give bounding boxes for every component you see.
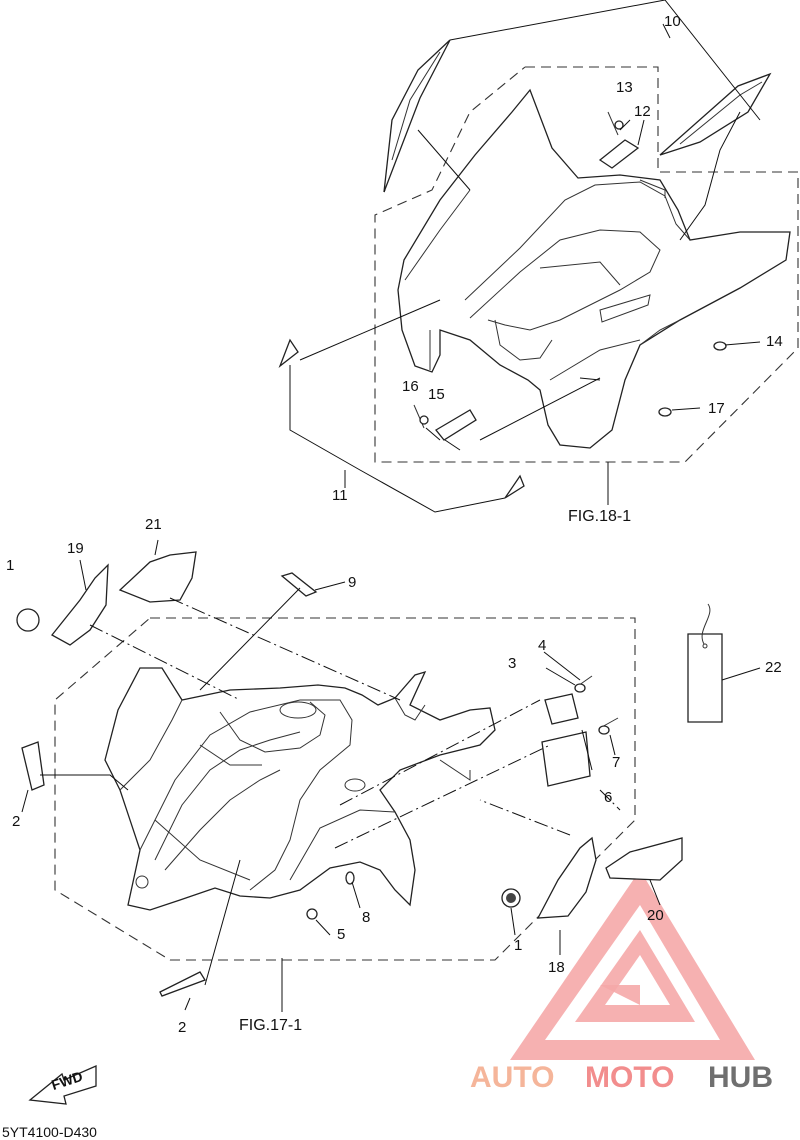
callout-22: 22 bbox=[765, 659, 782, 676]
decal-11-right bbox=[504, 474, 525, 499]
label-12 bbox=[598, 139, 640, 169]
callout-11: 11 bbox=[332, 487, 348, 504]
watermark-hub: HUB bbox=[708, 1061, 773, 1094]
callout-7: 7 bbox=[612, 754, 620, 771]
callout-17: 17 bbox=[708, 400, 725, 417]
watermark-auto: AUTO bbox=[470, 1061, 554, 1094]
rear-fender-assembly bbox=[278, 0, 799, 513]
callout-18: 18 bbox=[548, 959, 565, 976]
label-3 bbox=[544, 693, 579, 725]
front-fender bbox=[104, 667, 496, 911]
callout-2-bottom: 2 bbox=[178, 1019, 186, 1036]
callout-2-top: 2 bbox=[12, 813, 20, 830]
decal-19 bbox=[51, 563, 109, 646]
decal-21 bbox=[118, 551, 197, 603]
callout-labels: 10 13 12 14 16 15 17 11 FIG.18-1 21 19 1… bbox=[2, 13, 783, 1140]
callout-1-top: 1 bbox=[6, 557, 14, 574]
emblem-1-top bbox=[16, 608, 40, 632]
callout-13: 13 bbox=[616, 79, 633, 96]
callout-6: 6 bbox=[604, 789, 612, 806]
label-6 bbox=[541, 731, 591, 787]
callout-15: 15 bbox=[428, 386, 445, 403]
side-decal-left bbox=[383, 39, 451, 193]
fig-18-1-label: FIG.18-1 bbox=[568, 508, 631, 525]
decal-11-left bbox=[278, 338, 299, 368]
diagram-code: 5YT4100-D430 bbox=[2, 1124, 97, 1140]
callout-14: 14 bbox=[766, 333, 783, 350]
callout-16: 16 bbox=[402, 378, 419, 395]
fwd-arrow bbox=[28, 1065, 97, 1105]
reflector-2-top bbox=[21, 741, 45, 791]
watermark-text: AUTO MOTO HUB bbox=[470, 1061, 773, 1094]
watermark-logo bbox=[510, 870, 755, 1060]
callout-21: 21 bbox=[145, 516, 162, 533]
callout-3: 3 bbox=[508, 655, 516, 672]
fig-17-1-label: FIG.17-1 bbox=[239, 1017, 302, 1034]
side-decal-right bbox=[659, 72, 772, 156]
callout-4: 4 bbox=[538, 637, 546, 654]
front-fender-assembly bbox=[16, 539, 761, 1105]
decal-18 bbox=[536, 836, 597, 919]
tag-22 bbox=[687, 633, 723, 723]
watermark-moto: MOTO bbox=[585, 1061, 674, 1094]
decal-9 bbox=[280, 572, 318, 597]
callout-20: 20 bbox=[647, 907, 664, 924]
callout-1-bottom: 1 bbox=[514, 937, 522, 954]
callout-9: 9 bbox=[348, 574, 356, 591]
label-15 bbox=[435, 409, 477, 441]
callout-12: 12 bbox=[634, 103, 651, 120]
decal-20 bbox=[605, 837, 683, 881]
callout-19: 19 bbox=[67, 540, 84, 557]
callout-5: 5 bbox=[337, 926, 345, 943]
callout-10: 10 bbox=[664, 13, 681, 30]
callout-8: 8 bbox=[362, 909, 370, 926]
reflector-2-bottom bbox=[159, 971, 206, 997]
rear-fender bbox=[397, 88, 791, 449]
